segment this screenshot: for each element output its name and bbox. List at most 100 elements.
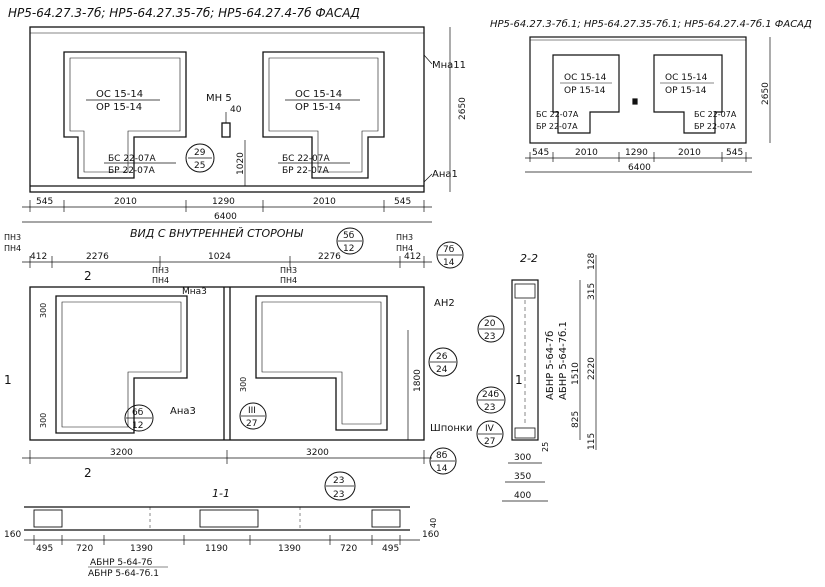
small-dim-1290: 1290 bbox=[625, 148, 648, 158]
inner-pn3-right: ПН3 bbox=[280, 266, 297, 275]
svg-text:7б: 7б bbox=[443, 245, 455, 255]
svg-text:23: 23 bbox=[484, 403, 495, 413]
svg-text:14: 14 bbox=[443, 258, 455, 268]
inner-dim-300c: 300 bbox=[239, 377, 248, 392]
small-dim-2650: 2650 bbox=[761, 82, 771, 105]
small-left-bs: БС 22-07А bbox=[536, 110, 579, 119]
small-dim-545b: 545 bbox=[726, 148, 743, 158]
small-total: 6400 bbox=[628, 163, 651, 173]
facade-mna11: Мна11 bbox=[432, 60, 466, 71]
section11-label-2: АБНР 5-64-7б.1 bbox=[88, 569, 159, 579]
inner-dim-1800: 1800 bbox=[413, 369, 423, 392]
facade-dim-line bbox=[22, 200, 432, 223]
inner-mna3: Мна3 bbox=[182, 287, 207, 297]
small-right-bs: БС 22-07А bbox=[694, 110, 737, 119]
inner-dim-2276a: 2276 bbox=[86, 252, 109, 262]
section11-dim-1390b: 1390 bbox=[278, 544, 301, 554]
facade-right-bs: БС 22-07А bbox=[282, 154, 330, 164]
inner-ref-26-24: 26 24 bbox=[428, 347, 458, 377]
inner-ref-5b-12: 5б 12 bbox=[336, 227, 364, 255]
inner-dim-300a: 300 bbox=[39, 303, 48, 318]
inner-dim-3200a: 3200 bbox=[110, 448, 133, 458]
section11-ref-23-23: 23 23 bbox=[324, 471, 356, 501]
facade-right-or: ОР 15-14 bbox=[295, 102, 341, 113]
facade-total: 6400 bbox=[214, 212, 237, 222]
small-facade-title: НР5-64.27.3-7б.1; НР5-64.27.35-7б.1; НР5… bbox=[490, 18, 812, 30]
svg-text:20: 20 bbox=[484, 319, 496, 329]
section-mark-2-bottom: 2 bbox=[84, 466, 92, 480]
section22-dim-25: 25 bbox=[541, 442, 550, 452]
svg-text:5б: 5б bbox=[343, 231, 355, 241]
section22-label-2: АБНР 5-64-7б.1 bbox=[558, 321, 569, 400]
inner-bottom-dims bbox=[22, 450, 432, 464]
inner-ref-7b-14: 7б 14 bbox=[436, 241, 464, 269]
facade-dim-1290: 1290 bbox=[212, 197, 235, 207]
inner-ref-6b-12: 6б 12 bbox=[124, 404, 154, 432]
small-dim-545a: 545 bbox=[532, 148, 549, 158]
facade-ana1: Ана1 bbox=[432, 169, 458, 180]
svg-text:8б: 8б bbox=[436, 451, 448, 461]
svg-text:12: 12 bbox=[343, 244, 354, 254]
section11-profile bbox=[24, 506, 410, 531]
section11-dim-160a: 160 bbox=[4, 530, 21, 540]
small-dim-2010b: 2010 bbox=[678, 148, 701, 158]
small-left-br: БР 22-07А bbox=[536, 122, 578, 131]
facade-left-or: ОР 15-14 bbox=[96, 102, 142, 113]
section11-dim-495a: 495 bbox=[36, 544, 53, 554]
section22-dim-2220: 2220 bbox=[587, 357, 597, 380]
facade-mn5: МН 5 bbox=[206, 93, 232, 104]
section22-dim-128: 128 bbox=[587, 253, 597, 270]
section11-dim-line bbox=[24, 535, 420, 545]
section22-title: 2-2 bbox=[520, 252, 538, 265]
inner-pn4-far: ПН4 bbox=[396, 244, 413, 253]
facade-title: НР5-64.27.3-7б; НР5-64.27.35-7б; НР5-64.… bbox=[8, 6, 360, 20]
inner-ana3: Ана3 bbox=[170, 406, 196, 417]
svg-text:25: 25 bbox=[194, 161, 205, 171]
facade-ref-29-25: 29 25 bbox=[185, 143, 215, 173]
inner-top-dims bbox=[22, 256, 432, 268]
section22-ref-20-23: 20 23 bbox=[477, 315, 505, 343]
section11-dim-160b: 160 bbox=[422, 530, 439, 540]
facade-right-os: ОС 15-14 bbox=[295, 89, 342, 100]
inner-dim-3200b: 3200 bbox=[306, 448, 329, 458]
inner-pn3-far: ПН3 bbox=[396, 233, 413, 242]
section11-label-1: АБНР 5-64-7б bbox=[90, 558, 153, 568]
inner-pn3-mid: ПН3 bbox=[152, 266, 169, 275]
inner-dim-2276b: 2276 bbox=[318, 252, 341, 262]
svg-text:III: III bbox=[248, 406, 256, 416]
inner-ref-III-27: III 27 bbox=[239, 402, 267, 430]
svg-text:14: 14 bbox=[436, 464, 448, 474]
section11-dim-720a: 720 bbox=[76, 544, 93, 554]
section22-ref-24b-23: 24б 23 bbox=[476, 386, 506, 414]
inner-pn3-left: ПН3 bbox=[4, 233, 21, 242]
facade-left-br: БР 22-07А bbox=[108, 166, 156, 176]
section22-vdims bbox=[579, 255, 597, 450]
svg-text:29: 29 bbox=[194, 148, 206, 158]
inner-dim-1024: 1024 bbox=[208, 252, 231, 262]
small-left-or: ОР 15-14 bbox=[564, 86, 606, 96]
svg-text:24: 24 bbox=[436, 365, 448, 375]
section11-dim-40: 40 bbox=[429, 518, 438, 528]
svg-text:24б: 24б bbox=[482, 390, 499, 400]
facade-dim-545b: 545 bbox=[394, 197, 411, 207]
svg-text:12: 12 bbox=[132, 421, 143, 431]
small-dim-2010a: 2010 bbox=[575, 148, 598, 158]
svg-text:6б: 6б bbox=[132, 408, 144, 418]
section22-dim-115: 115 bbox=[587, 433, 597, 450]
svg-text:23: 23 bbox=[333, 490, 344, 500]
inner-dim-412a: 412 bbox=[30, 252, 47, 262]
inner-dim-412b: 412 bbox=[404, 252, 421, 262]
section-mark-2-top: 2 bbox=[84, 269, 92, 283]
section22-dim-400: 400 bbox=[514, 491, 531, 501]
svg-text:26: 26 bbox=[436, 352, 448, 362]
facade-dim-2010b: 2010 bbox=[313, 197, 336, 207]
inner-shponki: Шпонки bbox=[430, 423, 472, 434]
small-right-br: БР 22-07А bbox=[694, 122, 736, 131]
svg-text:23: 23 bbox=[484, 332, 495, 342]
inner-view-title: ВИД С ВНУТРЕННЕЙ СТОРОНЫ bbox=[130, 227, 304, 240]
facade-panel bbox=[29, 26, 425, 193]
svg-text:27: 27 bbox=[246, 419, 257, 429]
inner-dim-300b: 300 bbox=[39, 413, 48, 428]
inner-ref-8b-14: 8б 14 bbox=[429, 447, 457, 475]
inner-an2: АН2 bbox=[434, 298, 455, 309]
